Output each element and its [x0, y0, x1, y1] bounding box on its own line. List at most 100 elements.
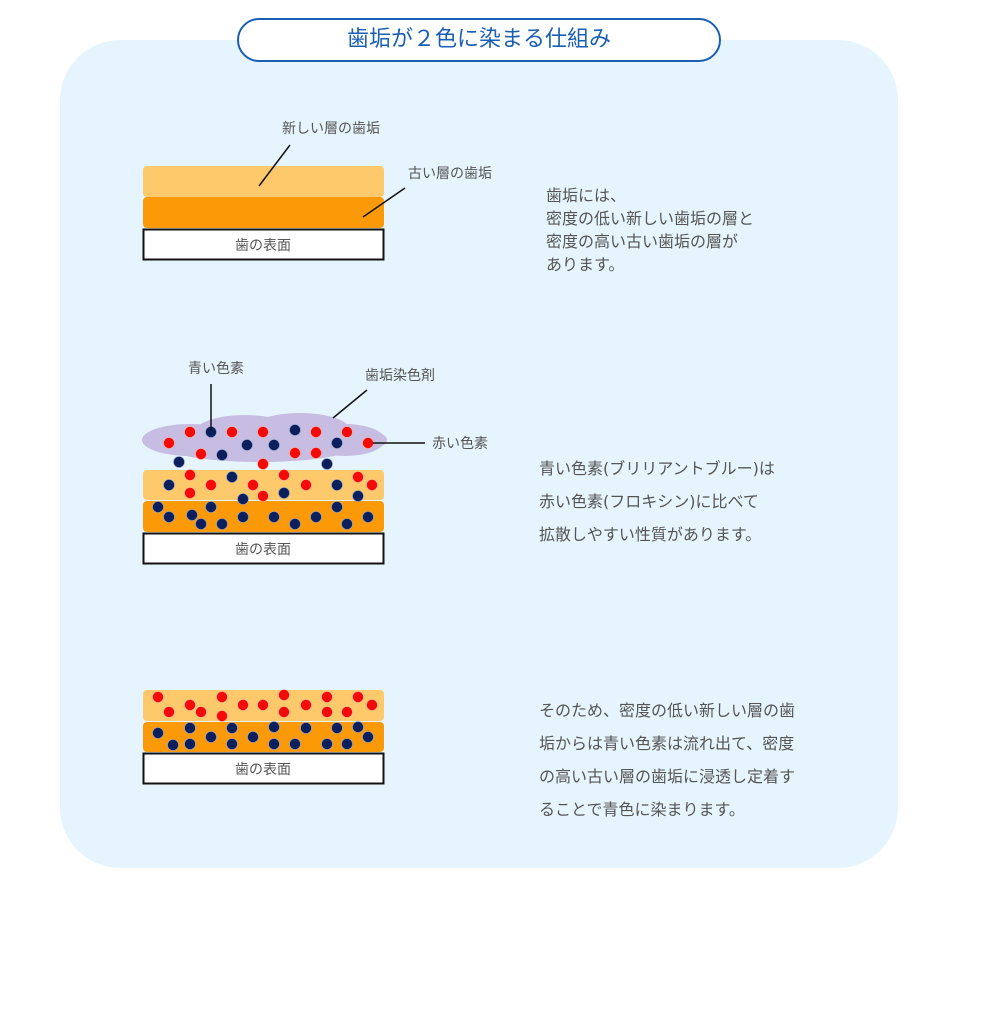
- blue-dye-dot: [226, 738, 238, 750]
- diagram-3: 歯の表面: [142, 689, 385, 785]
- blue-dye-dot: [163, 479, 175, 491]
- blue-dye-dot: [237, 493, 249, 505]
- red-dye-dot: [152, 691, 164, 703]
- blue-dye-dot: [341, 738, 353, 750]
- blue-dye-dot: [352, 490, 364, 502]
- old-plaque-layer: [143, 197, 384, 228]
- blue-dye-dot: [268, 439, 280, 451]
- red-dye-dot: [247, 479, 259, 491]
- red-dye-dot: [366, 699, 378, 711]
- blue-dye-dot: [216, 518, 228, 530]
- blue-dye-dot: [216, 449, 228, 461]
- blue-dye-dot: [226, 722, 238, 734]
- blue-dye-dot: [167, 739, 179, 751]
- blue-dye-dot: [289, 738, 301, 750]
- blue-dye-dot: [321, 738, 333, 750]
- red-dye-dot: [321, 706, 333, 718]
- diagram-1: 歯の表面 新しい層の歯垢 古い層の歯垢: [142, 121, 492, 261]
- text-line: 歯垢には、: [546, 186, 627, 205]
- red-dye-label: 赤い色素: [432, 435, 488, 452]
- blue-dye-dot: [184, 722, 196, 734]
- section-3-description: そのため、密度の低い新しい層の歯 垢からは青い色素は流れ出て、密度 の高い古い層…: [539, 694, 795, 826]
- red-dye-dot: [289, 447, 301, 459]
- blue-dye-dot: [310, 511, 322, 523]
- red-dye-dot: [366, 479, 378, 491]
- red-dye-dot: [341, 706, 353, 718]
- text-line: あります。: [546, 255, 625, 274]
- tooth-surface-label: 歯の表面: [235, 238, 291, 254]
- blue-dye-dot: [226, 471, 238, 483]
- blue-dye-dot: [237, 511, 249, 523]
- red-dye-dot: [216, 691, 228, 703]
- text-line: 拡散しやすい性質があります。: [539, 525, 762, 544]
- new-layer-label: 新しい層の歯垢: [282, 121, 380, 137]
- red-dye-dot: [300, 699, 312, 711]
- blue-dye-dot: [331, 437, 343, 449]
- red-dye-dot: [184, 426, 196, 438]
- blue-dye-dot: [289, 518, 301, 530]
- red-dye-dot: [257, 490, 269, 502]
- red-dye-dot: [257, 458, 269, 470]
- blue-dye-dot: [362, 731, 374, 743]
- red-dye-dot: [278, 706, 290, 718]
- text-line: 密度の高い古い歯垢の層が: [546, 232, 739, 251]
- red-dye-dot: [362, 437, 374, 449]
- page-title: 歯垢が２色に染まる仕組み: [237, 18, 721, 62]
- new-plaque-layer: [143, 470, 384, 500]
- blue-dye-dot: [321, 458, 333, 470]
- text-line: 垢からは青い色素は流れ出て、密度: [539, 734, 795, 753]
- blue-dye-dot: [247, 731, 259, 743]
- section-1-description: 歯垢には、 密度の低い新しい歯垢の層と 密度の高い古い歯垢の層が あります。: [546, 184, 754, 276]
- text-line: そのため、密度の低い新しい層の歯: [539, 701, 796, 720]
- red-dye-dot: [300, 479, 312, 491]
- red-dye-dot: [163, 437, 175, 449]
- blue-dye-dot: [152, 501, 164, 513]
- red-dye-dot: [257, 426, 269, 438]
- blue-dye-dot: [268, 738, 280, 750]
- red-dye-dot: [352, 691, 364, 703]
- blue-dye-label: 青い色素: [188, 360, 244, 377]
- tooth-surface: [142, 532, 385, 565]
- blue-dye-dot: [205, 501, 217, 513]
- red-dye-dot: [216, 710, 228, 722]
- diagram-2: 歯の表面 青い色素 歯垢染色剤 赤い色素: [142, 360, 488, 565]
- red-dye-dot: [310, 447, 322, 459]
- blue-dye-dot: [163, 511, 175, 523]
- red-dye-dot: [163, 706, 175, 718]
- text-line: の高い古い層の歯垢に浸透し定着す: [539, 767, 796, 786]
- blue-dye-dot: [300, 722, 312, 734]
- blue-dye-dot: [331, 479, 343, 491]
- red-dye-dot: [184, 469, 196, 481]
- red-dye-dot: [226, 426, 238, 438]
- blue-dye-dot: [268, 511, 280, 523]
- blue-dye-dot: [241, 439, 253, 451]
- stain-agent-label: 歯垢染色剤: [365, 367, 435, 384]
- red-dye-dot: [352, 471, 364, 483]
- red-dye-dot: [321, 691, 333, 703]
- red-dye-dot: [195, 706, 207, 718]
- blue-dye-dot: [289, 424, 301, 436]
- red-dye-dot: [195, 448, 207, 460]
- text-line: ることで青色に染まります。: [539, 800, 745, 819]
- red-dye-dot: [310, 426, 322, 438]
- tooth-surface-label: 歯の表面: [235, 542, 291, 558]
- red-dye-dot: [341, 426, 353, 438]
- blue-dye-dot: [195, 518, 207, 530]
- blue-dye-dot: [173, 456, 185, 468]
- red-dye-dot: [278, 469, 290, 481]
- blue-dye-dot: [152, 727, 164, 739]
- blue-dye-dot: [184, 738, 196, 750]
- section-2-description: 青い色素(ブリリアントブルー)は 赤い色素(フロキシン)に比べて 拡散しやすい性…: [539, 452, 775, 551]
- tooth-surface: [142, 228, 385, 261]
- blue-dye-dot: [186, 509, 198, 521]
- blue-dye-dot: [268, 721, 280, 733]
- blue-dye-dot: [331, 722, 343, 734]
- red-dye-dot: [184, 487, 196, 499]
- text-line: 密度の低い新しい歯垢の層と: [546, 209, 755, 228]
- red-dye-dot: [205, 479, 217, 491]
- tooth-surface: [142, 752, 385, 785]
- text-line: 赤い色素(フロキシン)に比べて: [539, 492, 759, 511]
- tooth-surface-label: 歯の表面: [235, 762, 291, 778]
- blue-dye-dot: [278, 487, 290, 499]
